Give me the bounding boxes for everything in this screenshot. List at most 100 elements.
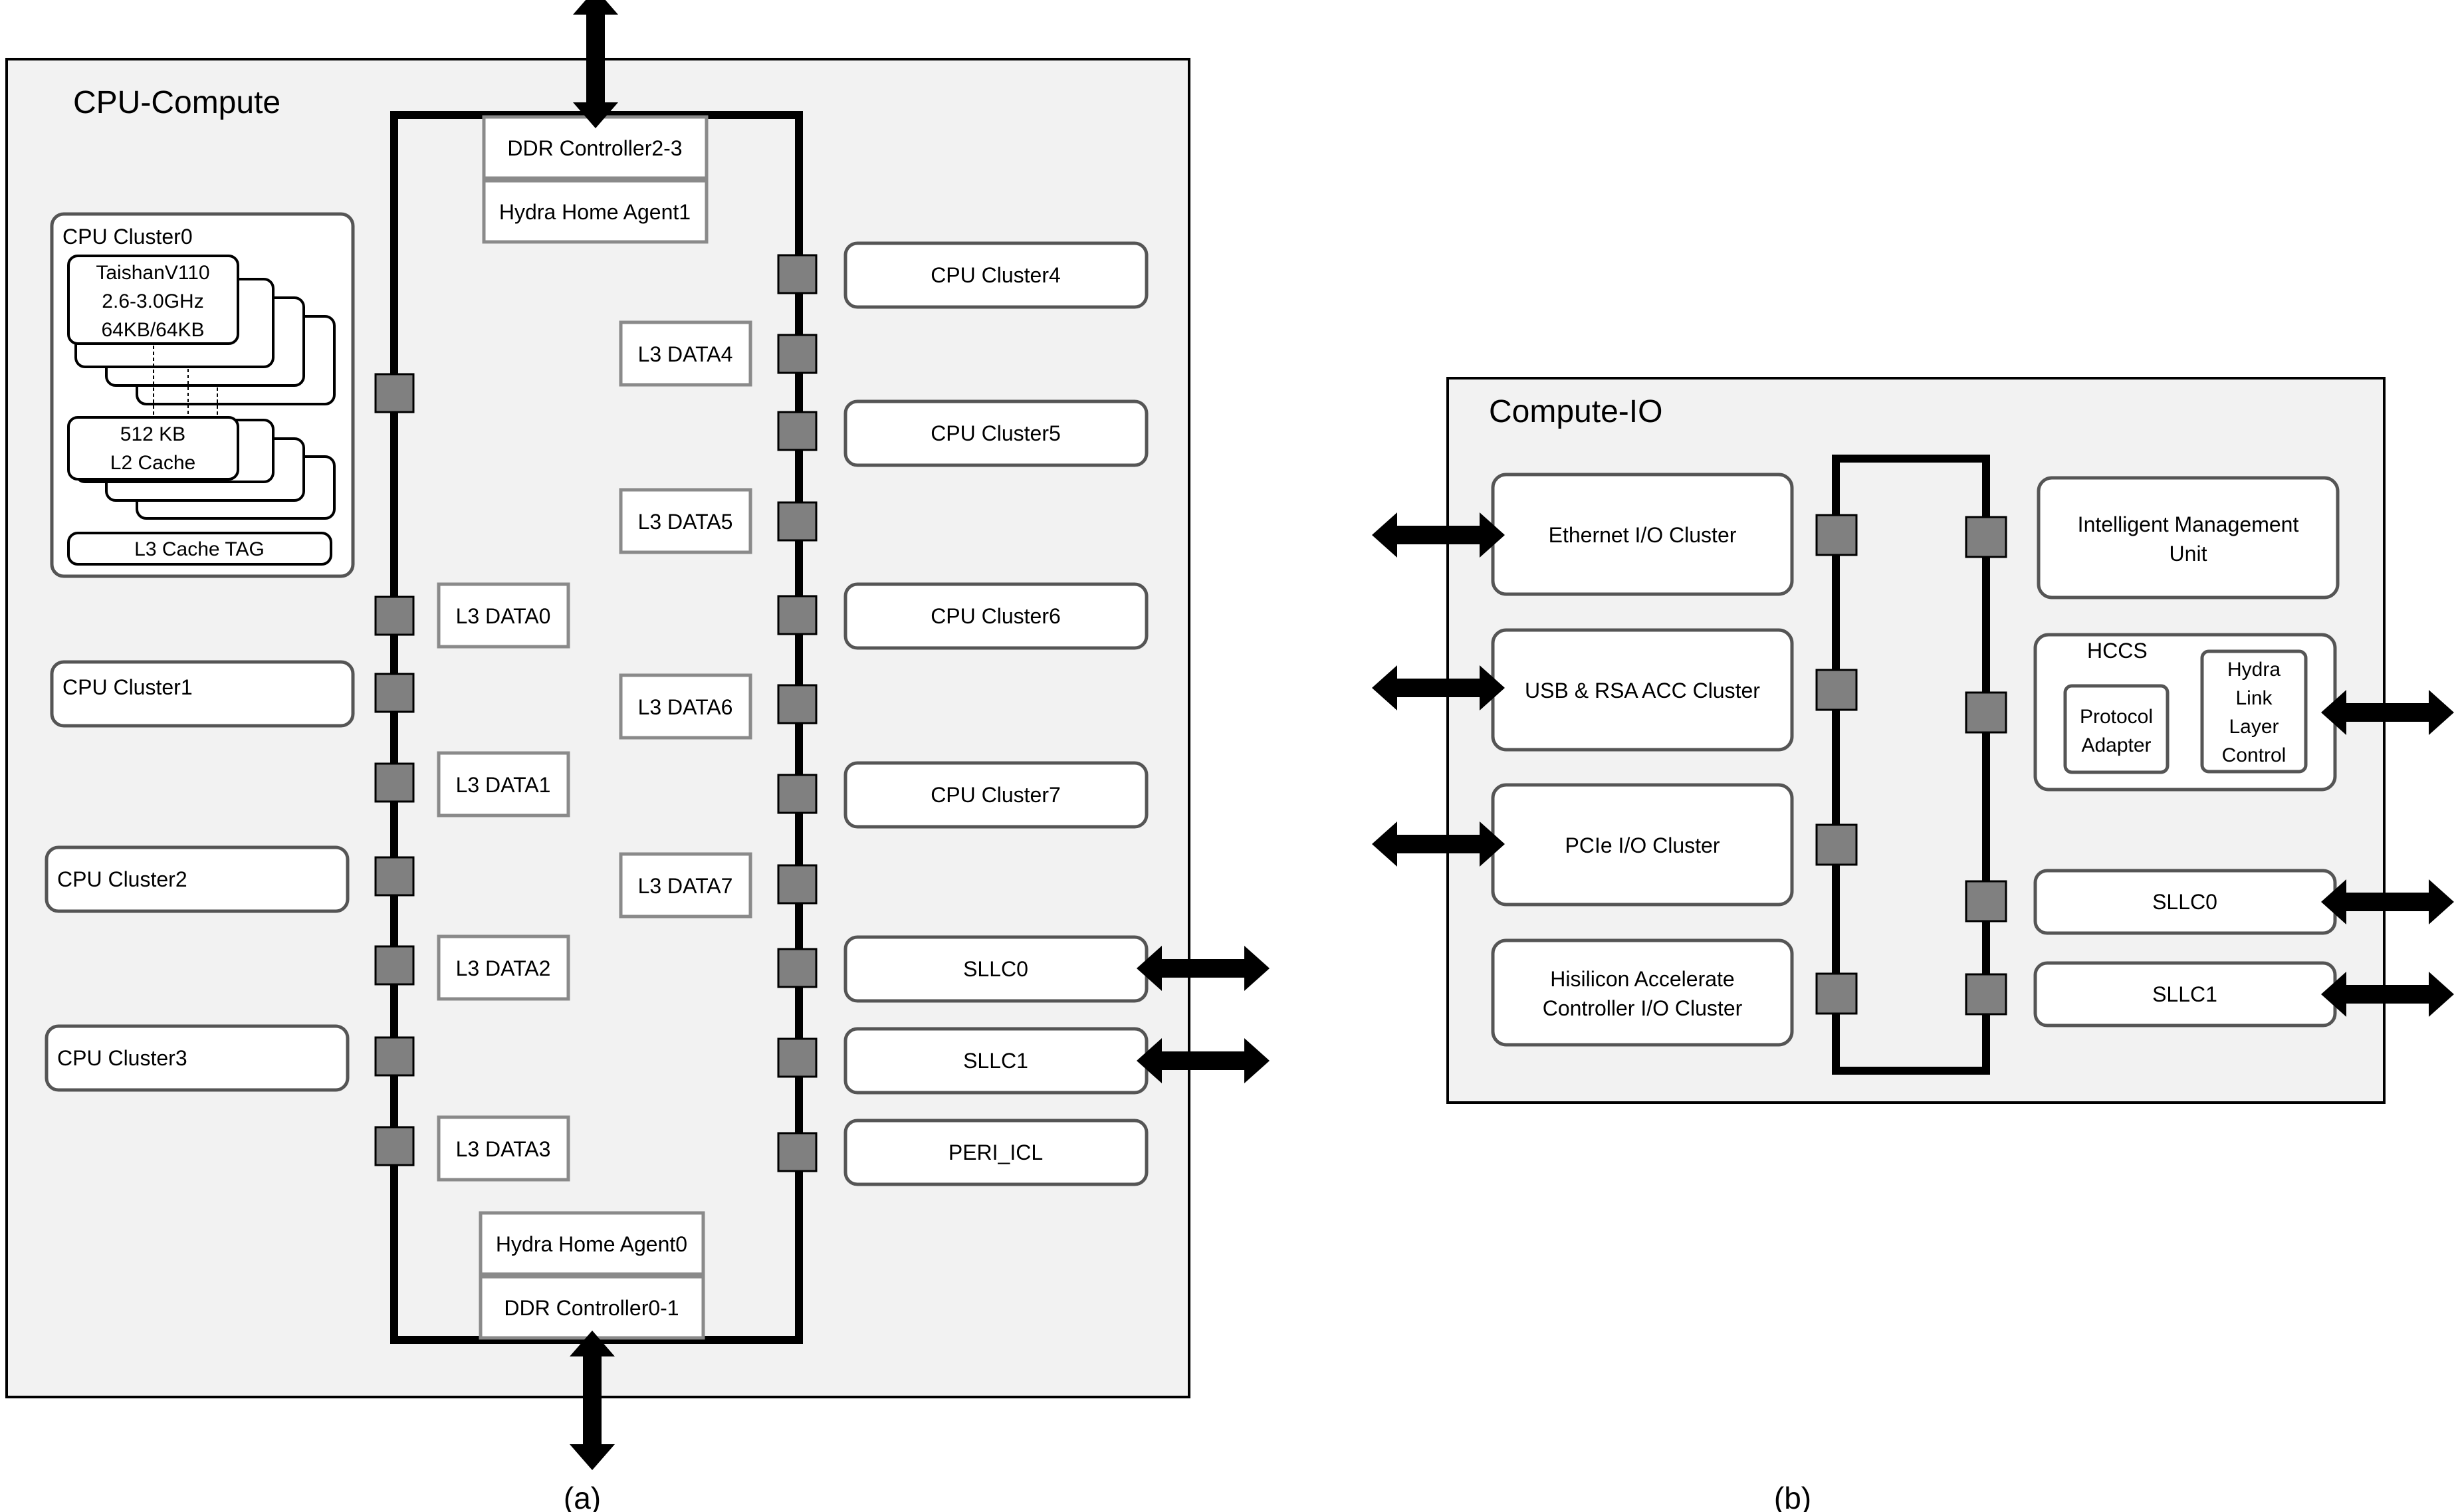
l2-cache-size: 512 KB: [120, 423, 185, 445]
ring-stop: [1965, 880, 2007, 922]
sllc1-compute-arrow-icon: [1137, 1038, 1270, 1083]
sllc0-io-label: SLLC0: [2152, 890, 2217, 914]
ring-stop: [1965, 691, 2007, 734]
hydra-home-agent-1: [482, 179, 709, 244]
hccs-label: HCCS: [2087, 639, 2148, 663]
ring-stop: [777, 501, 818, 542]
core-l1-cache: 64KB/64KB: [101, 319, 204, 341]
ring-stop: [1815, 823, 1858, 866]
taishan-core: [67, 255, 239, 345]
l3-data-6: [619, 673, 752, 740]
hisilicon-accelerate-controller: [1491, 938, 1794, 1047]
cpu-cluster-7: [843, 761, 1149, 829]
ring-stop: [374, 762, 415, 803]
cpu-cluster-4: [843, 241, 1149, 309]
cpu-cluster-0-label: CPU Cluster0: [62, 225, 193, 249]
sllc1-io-arrow-icon: [2321, 972, 2454, 1017]
l3-cache-tag-label: L3 Cache TAG: [134, 538, 265, 560]
cpu-cluster-5-label: CPU Cluster5: [931, 421, 1061, 445]
hydra-link-layer-control: [2200, 649, 2308, 774]
hydra-link-line2: Link: [2235, 687, 2273, 709]
l3-data-3-label: L3 DATA3: [456, 1137, 551, 1161]
ring-stop: [1965, 516, 2007, 558]
ddr-controller-0-1-label: DDR Controller0-1: [504, 1296, 679, 1320]
hydra-link-line3: Layer: [2229, 716, 2279, 738]
hisilicon-label-line2: Controller I/O Cluster: [1543, 996, 1743, 1020]
cpu-cluster-1-label: CPU Cluster1: [62, 675, 193, 699]
pcie-arrow-icon: [1372, 821, 1505, 867]
l2-cache: [67, 416, 239, 481]
l3-data-0: [437, 582, 570, 649]
protocol-adapter: [2063, 684, 2170, 774]
ring-stop: [777, 411, 818, 451]
cpu-cluster-3-label: CPU Cluster3: [57, 1046, 187, 1070]
l3-cache-tag: [67, 532, 332, 566]
cpu-cluster-2: [45, 845, 350, 913]
ring-stop: [777, 1037, 818, 1078]
ring-stop: [1815, 514, 1858, 556]
ring-stop: [777, 774, 818, 814]
sllc0-compute-label: SLLC0: [963, 957, 1028, 981]
compute-io-panel: Compute-IO Ethernet I/O Cluster USB & RS…: [1372, 377, 2454, 1512]
peri-icl: [843, 1119, 1149, 1186]
l3-data-7-label: L3 DATA7: [638, 874, 733, 898]
cpu-cluster-3: [45, 1024, 350, 1092]
ring-stop: [777, 254, 818, 294]
hydra-home-agent-0: [479, 1211, 705, 1276]
ring-stop: [1965, 973, 2007, 1016]
hydra-home-agent-1-label: Hydra Home Agent1: [499, 200, 691, 224]
cpu-cluster-4-label: CPU Cluster4: [931, 263, 1061, 287]
caption-a: (a): [564, 1481, 601, 1512]
l3-data-1: [437, 751, 570, 817]
imu-label-line1: Intelligent Management: [2078, 512, 2299, 536]
l3-data-1-label: L3 DATA1: [456, 773, 551, 797]
ring-stop: [777, 864, 818, 905]
ring-stop: [374, 1126, 415, 1166]
ring-stop: [777, 595, 818, 635]
ring-stop: [374, 673, 415, 713]
ring-stop: [374, 595, 415, 636]
cpu-cluster-6: [843, 582, 1149, 650]
ring-stop: [777, 948, 818, 988]
cpu-compute-title: CPU-Compute: [73, 85, 280, 120]
core-frequency: 2.6-3.0GHz: [102, 290, 203, 312]
ring-stop: [374, 1036, 415, 1077]
usb-rsa-acc-cluster-label: USB & RSA ACC Cluster: [1525, 679, 1760, 702]
usb-arrow-icon: [1372, 665, 1505, 710]
cpu-cluster-7-label: CPU Cluster7: [931, 783, 1061, 807]
cpu-cluster-0: CPU Cluster0 TaishanV110 2.6-3.0GHz 64KB…: [50, 212, 355, 578]
sllc1-compute-label: SLLC1: [963, 1049, 1028, 1073]
hisilicon-label-line1: Hisilicon Accelerate: [1550, 967, 1734, 991]
imu-label-line2: Unit: [2170, 542, 2207, 566]
cpu-compute-panel: CPU-Compute DDR Controller2-3 Hydra Home…: [5, 0, 1270, 1512]
sllc1-io-label: SLLC1: [2152, 982, 2217, 1006]
l3-data-6-label: L3 DATA6: [638, 695, 733, 719]
l3-data-2: [437, 934, 570, 1001]
cpu-cluster-1: [50, 660, 355, 728]
l3-data-4: [619, 320, 752, 387]
pcie-io-cluster-label: PCIe I/O Cluster: [1565, 833, 1720, 857]
ring-stop: [1815, 972, 1858, 1015]
protocol-adapter-line2: Adapter: [2081, 734, 2151, 756]
caption-b: (b): [1774, 1481, 1811, 1512]
ddr-controller-2-3-label: DDR Controller2-3: [507, 136, 682, 160]
ring-stop: [777, 334, 818, 374]
intelligent-management-unit: [2037, 476, 2340, 599]
cpu-cluster-5: [843, 399, 1149, 467]
ring-stop: [374, 945, 415, 986]
l3-data-5: [619, 488, 752, 554]
hydra-link-line4: Control: [2222, 744, 2287, 766]
ring-stop: [777, 1132, 818, 1172]
compute-io-ring-bus: [1832, 455, 1990, 1075]
sllc0-compute-arrow-icon: [1137, 946, 1270, 991]
l3-data-4-label: L3 DATA4: [638, 342, 733, 366]
l3-data-5-label: L3 DATA5: [638, 510, 733, 534]
compute-io-title: Compute-IO: [1489, 394, 1662, 429]
hydra-link-line1: Hydra: [2227, 659, 2281, 681]
cpu-cluster-2-label: CPU Cluster2: [57, 867, 187, 891]
ring-stop: [374, 856, 415, 897]
peri-icl-label: PERI_ICL: [948, 1140, 1043, 1164]
ring-stop: [1815, 669, 1858, 711]
l3-data-3: [437, 1115, 570, 1182]
